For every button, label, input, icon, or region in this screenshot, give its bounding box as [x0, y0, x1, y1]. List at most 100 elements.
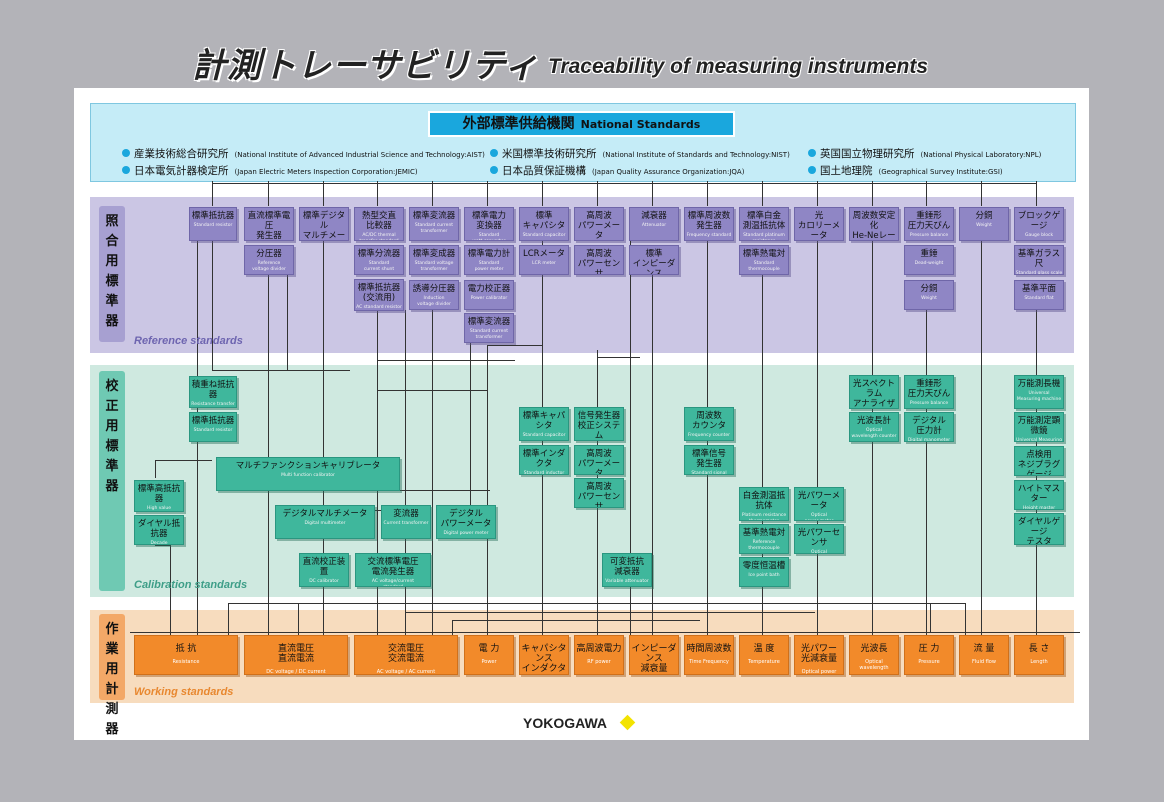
instrument-label-en: Fluid flow [972, 659, 996, 665]
institute-item: 日本電気計器検定所(Japan Electric Meters Inspecti… [122, 163, 418, 178]
connector-line [432, 181, 433, 206]
band-label-char: 作 [105, 622, 119, 637]
calibration-band-en: Calibration standards [134, 579, 248, 591]
connector-line [926, 310, 927, 640]
instrument-label-en: Temperature [748, 659, 780, 665]
instrument-label-en: Standard resistor [193, 428, 233, 433]
instrument-label: デジタル 圧力計 [912, 416, 946, 436]
instrument-label-en: Standard capacitor [522, 433, 566, 438]
page-title-jp: 計測トレーサビリティ [192, 46, 540, 86]
calibration-standard-box: 光スペクトラム アナライザOptical spectrum analyzer [849, 375, 899, 409]
band-label-char: 業 [105, 642, 119, 657]
instrument-label: ダイヤルゲージ テスタ [1017, 517, 1061, 545]
instrument-label: 直流標準電圧 発生器 [247, 211, 291, 241]
instrument-label: 標準分流器 [357, 249, 401, 259]
instrument-label: 分銅 [920, 284, 938, 294]
reference-standard-box: 周波数安定化 He-NeレーザFrequency-stabilized He-N… [849, 207, 899, 241]
connector-line [130, 632, 1080, 633]
band-label-char: 器 [105, 722, 119, 737]
calibration-band-label: 校正用標準器 [99, 371, 125, 591]
instrument-label: 可変抵抗 減衰器 [609, 557, 644, 577]
connector-line [487, 181, 488, 206]
working-band-label: 作業用計測器 [99, 614, 125, 737]
band-label-char: 用 [105, 254, 119, 269]
instrument-label-en: Standard thermocouple [748, 261, 780, 272]
working-standard-box: インピーダンス 減衰量Impedance Attenuation [629, 635, 679, 675]
working-band-en: Working standards [134, 686, 234, 698]
calibration-standard-box: 高周波 パワーメータRF power meter [574, 445, 624, 475]
instrument-label-en: Standard signal generator [691, 471, 727, 475]
instrument-label: ダイヤル抵抗器 [137, 519, 181, 539]
connector-line [377, 181, 378, 206]
connector-line [452, 620, 700, 621]
instrument-label-en: Standard platinum resistance thermometer [743, 233, 785, 241]
band-label-char: 測 [105, 702, 119, 717]
instrument-label: 標準電力 変換器 [471, 211, 506, 231]
instrument-label: 標準電力計 [467, 249, 511, 259]
instrument-label-en: Pressure balance [909, 233, 949, 238]
instrument-label: LCRメータ [522, 249, 566, 259]
connector-line [452, 620, 453, 640]
instrument-label: ブロックゲージ [1017, 211, 1061, 231]
page-title-en: Traceability of measuring instruments [548, 55, 929, 78]
instrument-label-en: AC voltage / AC current [376, 669, 436, 675]
instrument-label-en: Time Frequency [689, 659, 729, 665]
instrument-label-en: AC standard resistor [356, 305, 402, 310]
connector-line [981, 181, 982, 206]
connector-line [487, 345, 488, 640]
instrument-label-en: Frequency counter [688, 433, 730, 438]
connector-line [212, 240, 213, 370]
connector-line [268, 270, 269, 640]
national-title-jp: 外部標準供給機関 [462, 116, 575, 132]
connector-line [926, 181, 927, 206]
band-label-char: 照 [105, 214, 119, 229]
instrument-label: 標準熱電対 [742, 249, 786, 259]
bullet-icon [808, 166, 816, 174]
institute-name: 日本品質保証機構 [502, 165, 586, 177]
instrument-label-en: DC voltage / DC current [266, 669, 326, 675]
instrument-label-en: Current transformer [383, 521, 429, 526]
instrument-label: 高周波 パワーセンサ [577, 249, 621, 275]
institute-item: 産業技術総合研究所(National Institute of Advanced… [122, 146, 485, 161]
band-label-char: 合 [105, 234, 119, 249]
instrument-label: 標準変流器 [412, 211, 456, 221]
institute-item: 日本品質保証機構(Japan Quality Assurance Organiz… [490, 163, 744, 178]
instrument-label: 光パワーメータ [797, 491, 841, 511]
institute-item: 米国標準技術研究所(National Institute of Standard… [490, 146, 790, 161]
band-label-char: 用 [105, 662, 119, 677]
instrument-label-en: Standard current shunt [363, 261, 395, 272]
instrument-label-en: Platinum resistance thermometer [741, 513, 787, 521]
reference-standard-box: 標準 インピーダンスStandard impedance [629, 245, 679, 275]
instrument-label-en: High value standard resistor [146, 506, 172, 511]
instrument-label-en: Standard watt converter [472, 233, 506, 241]
instrument-label-en: Length [1030, 659, 1048, 665]
instrument-label: 高周波 パワーメータ [577, 211, 621, 241]
bullet-icon [122, 149, 130, 157]
instrument-label: 変流器 [393, 509, 419, 519]
instrument-label: 標準変成器 [412, 249, 456, 259]
connector-line [872, 181, 873, 206]
instrument-label: 周波数 カウンタ [691, 411, 726, 431]
instrument-label: 標準デジタル マルチメータ [302, 211, 346, 241]
connector-line [323, 181, 324, 206]
band-label-char: 準 [105, 294, 119, 309]
